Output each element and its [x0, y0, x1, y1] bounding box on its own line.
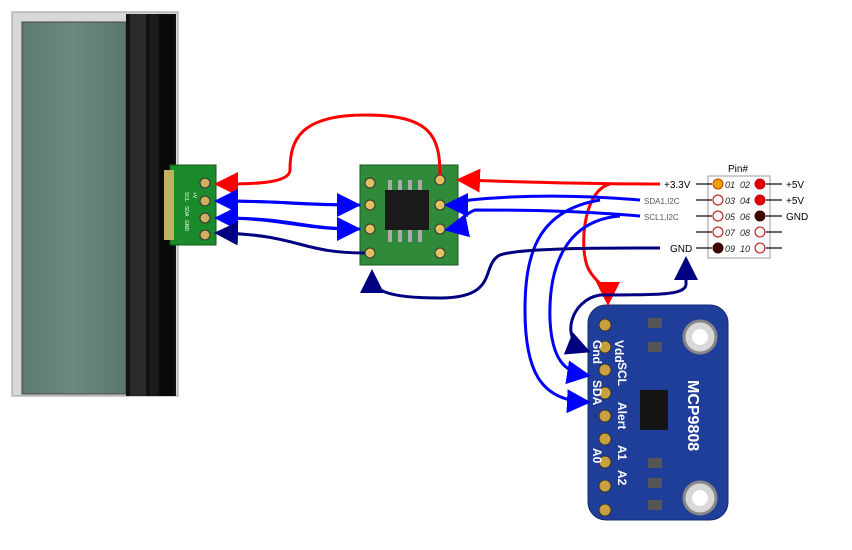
pin-01-number: 01: [725, 180, 735, 190]
pin-09-number: 09: [725, 244, 735, 254]
pin-08-number: 08: [740, 228, 750, 238]
pin-10-number: 10: [740, 244, 750, 254]
mcp-label-vdd: Vdd: [612, 340, 626, 363]
wire-sda-to-mcp: [523, 198, 601, 414]
mcp-label-a0: A0: [590, 448, 604, 464]
pin-06-function: GND: [786, 212, 808, 223]
pi-header: Pin# 01 02 03 04 05 06 07 08 09: [644, 164, 808, 259]
wire-sda-to-soic: [444, 192, 641, 217]
soic-breakout-board: [359, 164, 459, 266]
lcd-pin-sda: [199, 212, 211, 224]
wire-scl-to-soic: [444, 208, 641, 238]
pin-07: [712, 226, 724, 238]
lcd-label-sda: SDA: [183, 206, 189, 217]
mcp-label-scl: SCL: [615, 362, 629, 386]
wire-lcd-sda-to-soic: [219, 216, 361, 241]
pin-03-number: 03: [725, 196, 735, 206]
mcp9808-board: Vdd Gnd SCL SDA Alert A2 A1 A0 MCP9808: [587, 304, 729, 521]
pin-03: [712, 194, 724, 206]
mcp-label-alert: Alert: [615, 402, 629, 429]
lcd-pin-vcc: [199, 177, 211, 189]
lcd-module: [11, 11, 179, 397]
pin-02-function: +5V: [786, 180, 804, 191]
lcd-label-vcc: +V: [191, 192, 197, 199]
lcd-pin-gnd: [199, 229, 211, 241]
wire-3v3-to-soic: [456, 168, 661, 193]
pin-04-number: 04: [740, 196, 750, 206]
pin-05-number: 05: [725, 212, 736, 222]
label-3v3: +3.3V: [664, 180, 691, 191]
mcp-label-a2: A2: [615, 470, 629, 486]
pin-02-number: 02: [740, 180, 750, 190]
wire-gnd-to-soic: [360, 246, 661, 300]
pin-header-title: Pin#: [728, 164, 748, 175]
lcd-label-scl: SCL: [183, 192, 189, 202]
pin-rows: 01 02 03 04 05 06 07 08 09 10: [696, 178, 808, 254]
wire-lcd-scl-to-soic: [219, 192, 361, 217]
pin-02: [754, 178, 766, 190]
mcp-label-sda: SDA: [590, 380, 604, 406]
wire-3v3-to-lcd: [214, 113, 442, 196]
label-sda1: SDA1,I2C: [644, 197, 680, 206]
wires: [214, 113, 698, 414]
pin-10: [754, 242, 766, 254]
wire-scl-to-mcp: [548, 214, 621, 385]
pin-06-number: 06: [740, 212, 750, 222]
pin-06: [754, 210, 766, 222]
pin-04: [754, 194, 766, 206]
wire-gnd-to-mcp: [563, 284, 688, 355]
wire-soic-gnd-to-lcd: [214, 221, 366, 255]
pin-07-number: 07: [725, 228, 736, 238]
mcp-label-a1: A1: [615, 445, 629, 461]
lcd-label-gnd: GND: [183, 220, 189, 232]
pin-04-function: +5V: [786, 196, 804, 207]
mcp-label-gnd: Gnd: [590, 340, 604, 364]
label-scl1: SCL1,I2C: [644, 213, 679, 222]
pin-09: [712, 242, 724, 254]
label-gnd: GND: [670, 244, 692, 255]
pin-01: [712, 178, 724, 190]
pin-08: [754, 226, 766, 238]
pin-05: [712, 210, 724, 222]
lcd-pin-scl: [199, 195, 211, 207]
mcp9808-name: MCP9808: [684, 380, 701, 451]
lcd-connector-board: +V SCL SDA GND: [164, 164, 217, 246]
